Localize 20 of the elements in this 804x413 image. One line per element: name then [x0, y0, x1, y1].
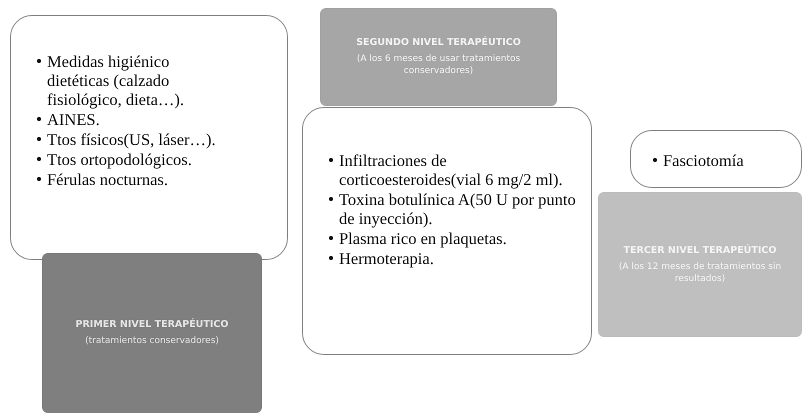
bullet-item: Toxina botulínica A(50 U por punto de inyección). — [339, 190, 577, 228]
level-header-box — [42, 253, 262, 413]
bullet-item: Infiltraciones de corticoesteroides(vial 6 mg/2 ml). — [339, 151, 564, 189]
level-header-box — [320, 8, 557, 106]
bullet-item: Hermoterapia. — [339, 249, 434, 268]
bullet-item: Plasma rico en plaquetas. — [339, 229, 507, 248]
bullet-item: Fasciotomía — [663, 151, 744, 170]
level-subtitle: (A los 6 meses de usar tratamientos conservadores) — [356, 53, 522, 77]
bullet-item: Ttos físicos(US, láser…). — [47, 130, 216, 149]
treatment-card — [10, 15, 288, 260]
treatment-card — [630, 130, 802, 188]
treatment-card — [302, 107, 592, 355]
bullet-item: Ttos ortopodológicos. — [47, 150, 192, 169]
level-title: SEGUNDO NIVEL TERAPÉUTICO — [356, 37, 521, 48]
level-subtitle: (tratamientos conservadores) — [85, 335, 219, 347]
bullet-item: AINES. — [47, 110, 100, 129]
level-title: PRIMER NIVEL TERAPÉUTICO — [76, 319, 228, 330]
bullet-item: Férulas nocturnas. — [47, 170, 168, 189]
bullet-item: Medidas higiénico dietéticas (calzado fisiológico, dieta…). — [47, 52, 186, 109]
level-header-box — [598, 192, 802, 337]
